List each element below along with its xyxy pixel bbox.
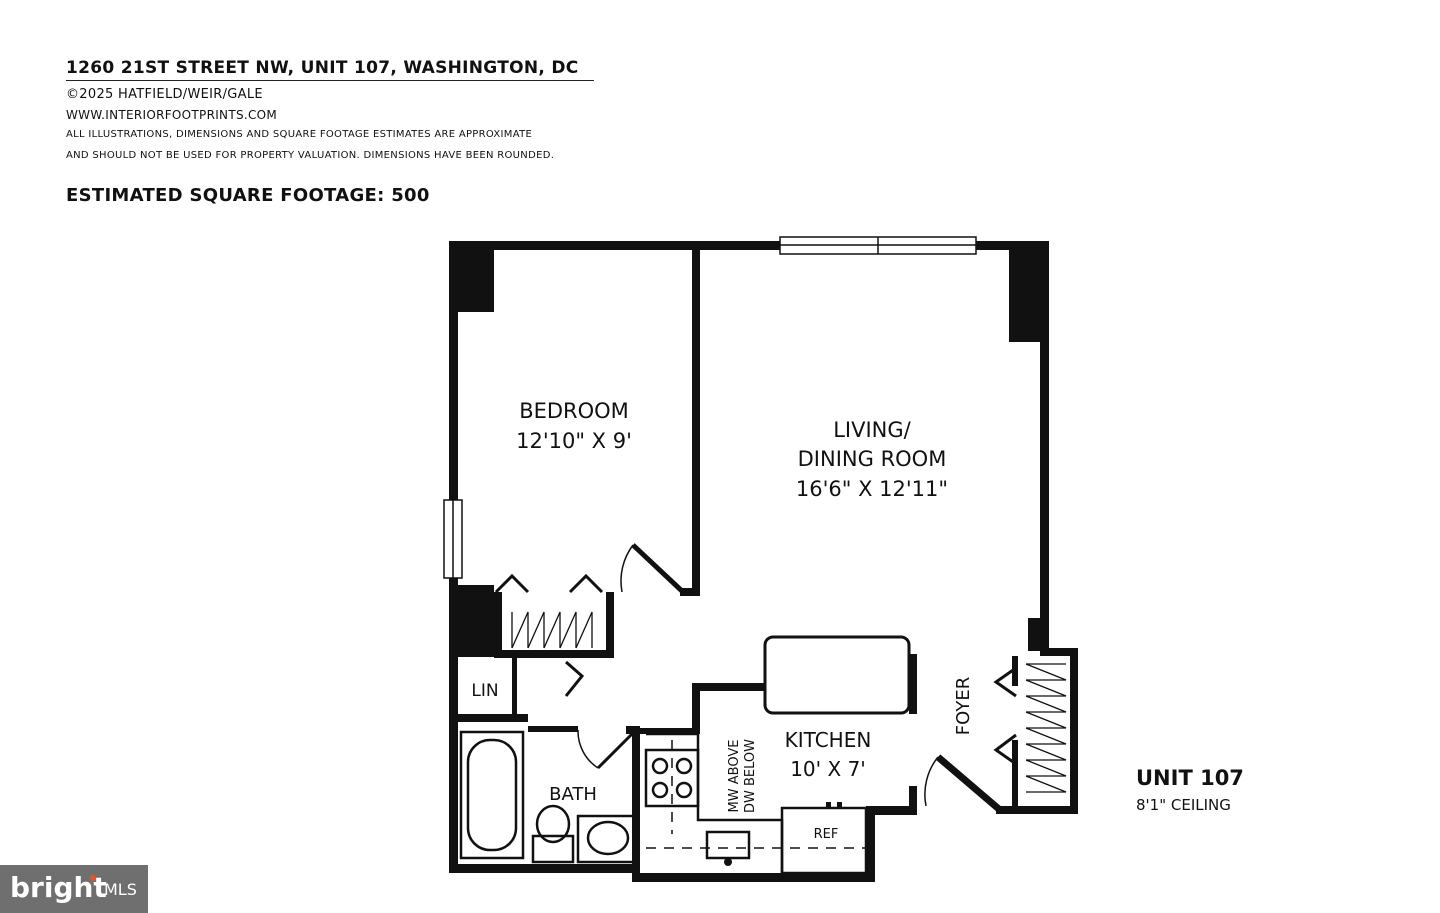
- ref-hinge-2: [837, 802, 842, 808]
- walls: [449, 241, 1078, 882]
- logo-accent-dot: [90, 875, 96, 881]
- ref-hinge-1: [826, 802, 831, 808]
- closet-bottom-wall: [494, 650, 614, 658]
- foyer-door-top: [993, 666, 1017, 698]
- living-dims: 16'6" X 12'11": [796, 477, 948, 501]
- bath-label: BATH: [549, 784, 597, 805]
- closet-right-wall: [606, 592, 614, 658]
- bath-top-wall-right: [626, 726, 640, 734]
- refrigerator: [780, 806, 868, 875]
- column-nw: [458, 250, 494, 312]
- bedroom-door-swing: [620, 544, 634, 593]
- bath-door-swing: [577, 729, 599, 769]
- copyright-text: ©2025 HATFIELD/WEIR/GALE: [66, 87, 263, 102]
- south-wall-bath: [449, 864, 639, 873]
- bedroom-door-stop: [680, 588, 700, 596]
- linen-side-wall: [512, 658, 517, 716]
- bath-top-wall: [528, 726, 578, 732]
- bathtub-basin: [466, 738, 518, 852]
- kitchen-top-wall: [692, 683, 764, 691]
- linen-door: [564, 660, 585, 697]
- foyer-closet-side-2: [1012, 740, 1018, 806]
- kitchen-island: [763, 635, 911, 715]
- appliance-note-2: DW BELOW: [743, 739, 758, 813]
- island-edge: [909, 654, 917, 714]
- kitchen-left-top-wall: [640, 728, 700, 734]
- foyer-closet-east: [1070, 648, 1078, 814]
- closet-door-left: [494, 573, 530, 594]
- linen-bottom-wall: [458, 714, 528, 722]
- linen-label: LIN: [471, 681, 498, 701]
- windows: [443, 236, 977, 579]
- kitchen-sink: [705, 830, 751, 860]
- living-label-2: DINING ROOM: [798, 447, 947, 471]
- title-underline: [66, 80, 594, 81]
- entry-door: [935, 754, 1003, 813]
- bedroom-living-wall: [692, 250, 700, 596]
- kitchen-left-wall: [692, 683, 700, 733]
- north-wall: [449, 241, 1049, 250]
- kitchen-foyer-stub: [909, 786, 917, 806]
- bath-kitchen-wall: [632, 728, 640, 882]
- living-label-1: LIVING/: [833, 418, 911, 442]
- foyer-closet-side-1: [1012, 656, 1018, 686]
- column-w: [458, 585, 494, 657]
- appliance-note-1: MW ABOVE: [727, 740, 742, 813]
- east-wall: [1040, 241, 1049, 651]
- foyer-closet-bottom: [996, 806, 1078, 814]
- ref-label: REF: [814, 827, 839, 842]
- closet-left-wall: [494, 592, 502, 650]
- bath-door: [596, 730, 636, 770]
- faucet: [724, 858, 732, 866]
- kitchen-right-ledge: [866, 806, 917, 815]
- address-title: 1260 21ST STREET NW, UNIT 107, WASHINGTO…: [66, 58, 579, 78]
- foyer-label: FOYER: [953, 677, 974, 735]
- counter-edge: [646, 732, 784, 873]
- unit-label: UNIT 107: [1136, 766, 1244, 790]
- column-ne: [1009, 250, 1040, 342]
- vanity-sink: [586, 820, 630, 856]
- kitchen-dims: 10' X 7': [790, 757, 866, 781]
- column-e: [1028, 618, 1049, 651]
- disclaimer-line-2: AND SHOULD NOT BE USED FOR PROPERTY VALU…: [66, 150, 555, 161]
- closet-door-right: [568, 573, 604, 594]
- foyer-closet-top: [1040, 648, 1078, 656]
- bright-mls-logo: bright MLS: [0, 865, 148, 913]
- bedroom-label: BEDROOM: [519, 399, 629, 423]
- kitchen-right-wall: [866, 806, 875, 882]
- closet-shelving: [511, 611, 593, 649]
- kitchen-label: KITCHEN: [785, 728, 872, 752]
- logo-suffix: MLS: [104, 880, 137, 899]
- disclaimer-line-1: ALL ILLUSTRATIONS, DIMENSIONS AND SQUARE…: [66, 129, 533, 140]
- entry-door-swing: [924, 756, 939, 807]
- website-text: WWW.INTERIORFOOTPRINTS.COM: [66, 108, 278, 122]
- bedroom-door: [631, 543, 685, 594]
- ceiling-height: 8'1" CEILING: [1136, 796, 1231, 814]
- south-wall-kitchen: [639, 873, 875, 882]
- square-footage: ESTIMATED SQUARE FOOTAGE: 500: [66, 185, 430, 206]
- toilet-tank: [531, 834, 575, 864]
- foyer-closet-shelving: [1025, 663, 1067, 793]
- bathtub: [459, 730, 525, 860]
- closet-doors: [494, 573, 604, 594]
- vanity: [576, 814, 636, 864]
- toilet-bowl: [535, 804, 571, 844]
- foyer-door-bottom: [993, 733, 1017, 766]
- bedroom-dims: 12'10" X 9': [516, 429, 632, 453]
- foyer-closet-doors: [993, 666, 1017, 766]
